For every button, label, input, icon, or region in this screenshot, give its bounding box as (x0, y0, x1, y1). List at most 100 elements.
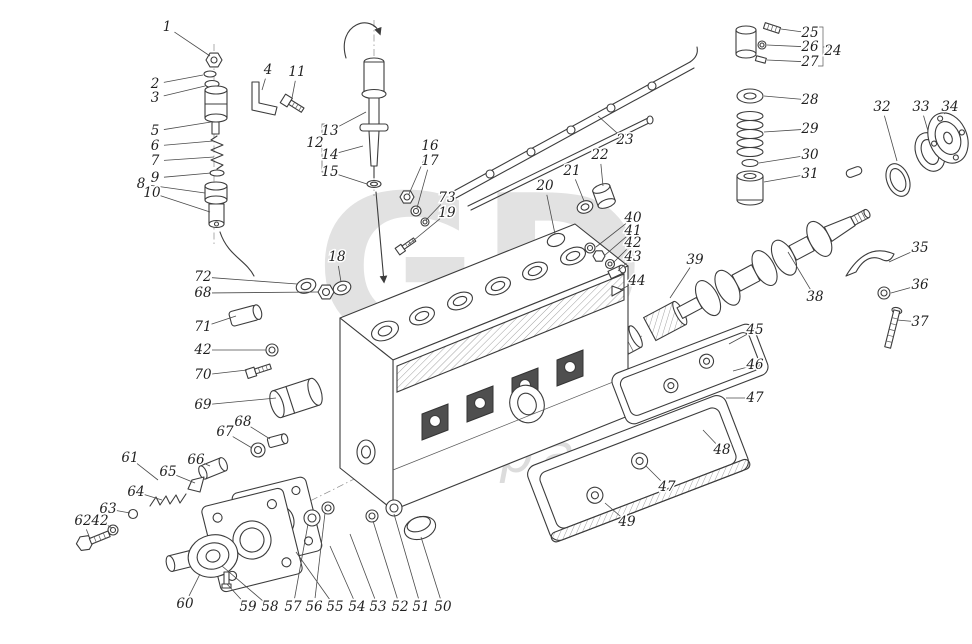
cap-50 (403, 515, 437, 541)
leader-line-54 (329, 545, 354, 599)
washer-9 (209, 169, 225, 177)
callout-37: 37 (911, 314, 929, 330)
callout-19: 19 (438, 205, 456, 221)
callout-64: 64 (127, 484, 144, 500)
elbow-71 (228, 304, 263, 327)
ring-57 (303, 509, 321, 527)
callout-14: 14 (321, 147, 338, 163)
leader-line-9 (163, 172, 212, 178)
callout-62: 62 (74, 513, 91, 529)
plug-bolt-62 (75, 530, 111, 551)
leader-line-48 (702, 429, 717, 444)
spring-seat-30 (741, 158, 759, 168)
callout-23: 23 (615, 132, 633, 148)
callout-49: 49 (617, 514, 636, 530)
washer-42b (265, 343, 279, 357)
spring-64 (149, 493, 187, 507)
leader-line-18 (338, 265, 342, 283)
leader-line-1 (174, 31, 211, 57)
leader-line-70 (211, 369, 248, 375)
side-cover-plate-upper (611, 323, 769, 425)
callout-24: 24 (823, 43, 841, 59)
callout-51: 51 (412, 599, 429, 615)
nut-68 (317, 284, 335, 300)
tappet-31 (736, 170, 764, 206)
leader-line-20 (546, 194, 556, 235)
nut-16 (399, 190, 415, 204)
bearing-cap-group (845, 250, 903, 349)
leader-line-8 (149, 184, 206, 194)
callout-40: 40 (623, 210, 642, 226)
leader-line-50 (420, 536, 441, 599)
callout-41: 41 (623, 223, 641, 239)
leader-line-66 (204, 463, 211, 467)
leader-line-41 (604, 236, 627, 256)
ring-56 (321, 501, 335, 515)
leader-line-38 (787, 251, 811, 290)
callout-13: 13 (321, 123, 338, 139)
leader-line-56 (314, 512, 326, 599)
leader-line-30 (758, 155, 802, 164)
leader-line-63 (116, 510, 131, 514)
leader-line-5 (163, 121, 212, 130)
housing-rib-band (396, 273, 625, 393)
leader-line-58 (221, 565, 264, 602)
callout-47: 47 (745, 390, 764, 406)
callout-59: 59 (239, 599, 257, 615)
callout-25: 25 (800, 25, 818, 41)
woodruff-key (845, 166, 863, 178)
valve-spring-29 (736, 110, 764, 158)
callout-58: 58 (261, 599, 279, 615)
lockwasher-26 (757, 40, 767, 50)
inspection-windows (421, 349, 584, 441)
cover-boss (663, 378, 679, 394)
callout-70: 70 (194, 367, 212, 383)
leader-line-7 (163, 156, 215, 161)
side-flange-hole (509, 384, 545, 424)
callout-50: 50 (434, 599, 452, 615)
callout-27: 27 (800, 54, 819, 70)
leader-line-68 (211, 291, 319, 294)
leader-line-2 (163, 74, 204, 83)
callout-71: 71 (194, 319, 211, 335)
bolt-25 (762, 22, 782, 34)
left-fittings (228, 304, 323, 458)
washer-40 (584, 242, 596, 254)
callout-22: 22 (590, 147, 608, 163)
bolt-70 (244, 363, 272, 380)
ring-72 (295, 278, 317, 294)
callout-42: 42 (90, 513, 108, 529)
leader-line-29 (763, 129, 802, 133)
callout-30: 30 (801, 147, 819, 163)
leader-line-37 (896, 319, 912, 322)
leader-line-67 (232, 436, 253, 449)
plunger-cross-pin (359, 123, 389, 132)
ball-63 (127, 508, 139, 520)
callout-68: 68 (194, 285, 212, 301)
leader-line-16 (408, 154, 427, 195)
callout-60: 60 (176, 596, 194, 612)
injector-assembly (203, 52, 305, 277)
leader-line-25 (780, 28, 802, 33)
end-flange-34 (927, 112, 969, 164)
leader-line-57 (294, 523, 309, 599)
callout-7: 7 (151, 153, 160, 169)
gasket-2 (203, 70, 217, 78)
callout-72: 72 (194, 269, 211, 285)
leader-line-42 (107, 525, 113, 529)
callout-35: 35 (911, 240, 928, 256)
washer-28 (736, 88, 764, 104)
leader-line-6 (163, 140, 214, 146)
leader-line-47 (645, 465, 661, 481)
leader-line-3 (163, 85, 206, 97)
leader-line-64 (144, 494, 163, 501)
callout-47: 47 (657, 479, 676, 495)
cover-hatched-rim (550, 458, 751, 543)
callout-66: 66 (187, 452, 205, 468)
leader-line-72 (211, 277, 298, 285)
cap-nut-1 (205, 52, 223, 68)
seal-ring-15 (366, 179, 382, 189)
bearing-cap-35 (845, 250, 895, 277)
callout-69: 69 (194, 397, 212, 413)
